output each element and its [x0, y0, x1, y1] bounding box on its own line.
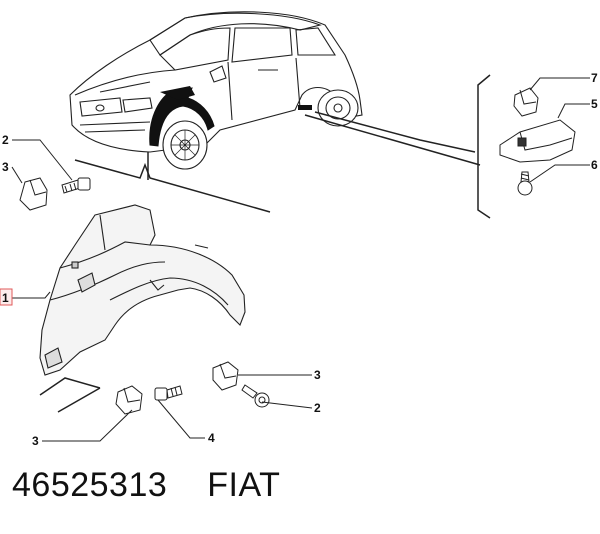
clip-part-3-bottom-left: [115, 385, 143, 415]
callout-3-bottom-right: 3: [314, 368, 321, 382]
reference-lines: [39, 74, 491, 413]
part-number: 46525313: [12, 466, 168, 504]
callout-2-top: 2: [2, 133, 9, 147]
callout-leaders: [10, 77, 590, 442]
callout-6: 6: [591, 158, 598, 172]
car-illustration: [69, 11, 363, 170]
wheel-arch-liner-part: [39, 204, 246, 376]
part-caption: 46525313 FIAT: [12, 466, 280, 505]
clip-part-3-bottom-right: [212, 361, 239, 391]
callout-2-bottom-right: 2: [314, 401, 321, 415]
sill-clip-highlight: [298, 105, 312, 110]
callout-3-bottom-left: 3: [32, 434, 39, 448]
callout-1: 1: [2, 291, 9, 305]
callout-7: 7: [591, 71, 598, 85]
callout-3-top: 3: [2, 160, 9, 174]
screw-part-4: [154, 385, 183, 401]
brand-name: FIAT: [207, 466, 281, 504]
screw-part-2-bottom-right: [241, 384, 270, 408]
bracket-part-5: [499, 119, 576, 163]
clip-part-7: [513, 87, 539, 117]
wheel-arch-liner-highlight: [149, 87, 215, 147]
clip-part-3-top: [19, 177, 48, 211]
screw-part-2-top: [61, 177, 91, 194]
screw-part-6: [517, 171, 533, 196]
callout-5: 5: [591, 97, 598, 111]
callout-1-box: [0, 288, 13, 306]
callout-4: 4: [208, 431, 215, 445]
